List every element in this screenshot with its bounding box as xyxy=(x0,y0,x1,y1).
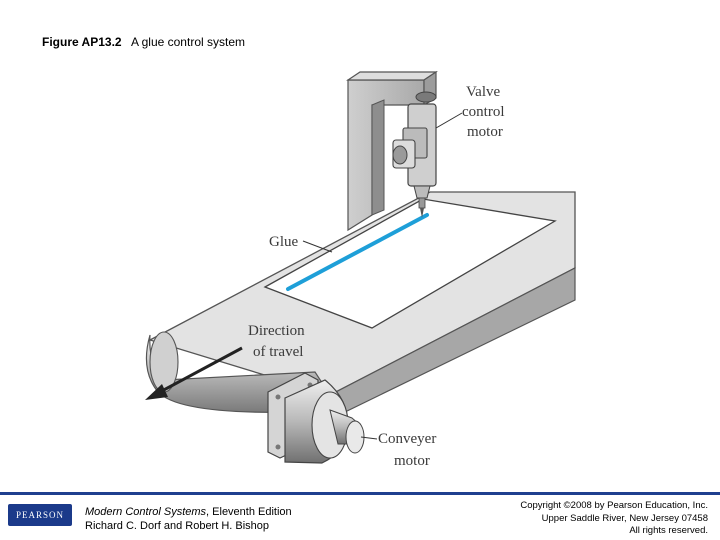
pearson-logo-text: PEARSON xyxy=(15,510,64,520)
book-citation: Modern Control Systems, Eleventh Edition… xyxy=(85,505,292,533)
copyright-line-1: Copyright ©2008 by Pearson Education, In… xyxy=(520,500,708,511)
pearson-logo: PEARSON xyxy=(8,504,72,526)
leader-lines xyxy=(302,112,463,440)
footer-rule xyxy=(0,492,720,495)
book-edition: , Eleventh Edition xyxy=(206,506,292,518)
valve-label-line3: motor xyxy=(467,124,503,140)
glue-label: Glue xyxy=(269,234,299,250)
copyright-notice: Copyright ©2008 by Pearson Education, In… xyxy=(448,500,708,538)
figure-number: Figure AP13.2 xyxy=(42,35,122,49)
conveyer-motor xyxy=(267,372,365,464)
glue-line xyxy=(286,213,429,291)
valve-control-motor xyxy=(392,103,437,218)
valve-label-line1: Valve xyxy=(466,84,500,100)
direction-label-line2: of travel xyxy=(253,344,303,360)
conveyor-belt xyxy=(148,191,576,413)
copyright-line-3: All rights reserved. xyxy=(629,525,708,536)
valve-label-line2: control xyxy=(462,104,505,120)
book-authors: Richard C. Dorf and Robert H. Bishop xyxy=(85,520,270,532)
copyright-line-2: Upper Saddle River, New Jersey 07458 xyxy=(541,512,708,524)
figure-title: Figure AP13.2 A glue control system xyxy=(42,35,245,49)
direction-label-line1: Direction xyxy=(248,323,305,339)
conveyer-label-line2: motor xyxy=(394,453,430,469)
conveyer-label-line1: Conveyer xyxy=(378,431,436,447)
book-title: Modern Control Systems xyxy=(85,506,207,518)
workpiece-board xyxy=(263,198,557,329)
figure-caption: A glue control system xyxy=(130,35,245,49)
direction-arrow xyxy=(145,346,243,400)
